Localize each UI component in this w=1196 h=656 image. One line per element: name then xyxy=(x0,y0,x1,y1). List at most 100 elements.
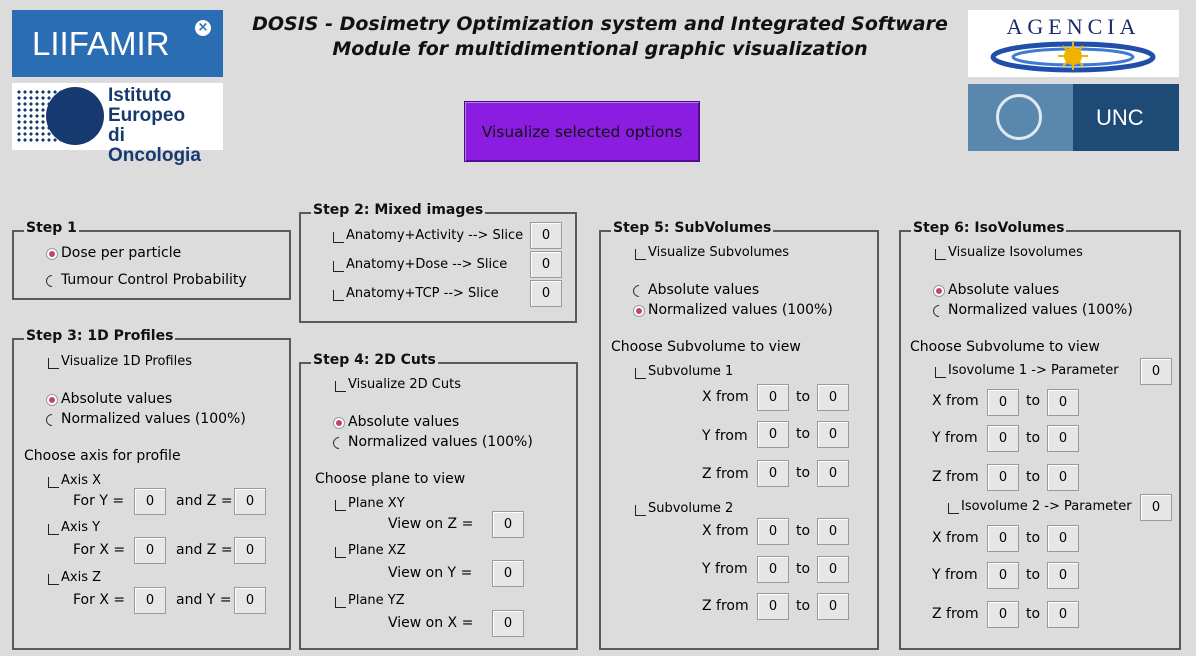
sv1-z-to-input[interactable]: 0 xyxy=(817,460,849,487)
axis-x-y-input[interactable]: 0 xyxy=(134,488,166,515)
sv2-z-from-input[interactable]: 0 xyxy=(757,593,789,620)
sv1-y-from-input[interactable]: 0 xyxy=(757,421,789,448)
iv2-y-from-input[interactable]: 0 xyxy=(987,562,1019,589)
sv1-x-from-label: X from xyxy=(702,389,749,405)
sv1-z-to-label: to xyxy=(796,465,811,481)
axis-y-checkbox[interactable] xyxy=(48,524,59,535)
choose-axis-label: Choose axis for profile xyxy=(24,448,181,464)
isovolume2-label: Isovolume 2 -> Parameter xyxy=(961,499,1132,514)
sv2-z-to-label: to xyxy=(796,598,811,614)
iv2-x-to-input[interactable]: 0 xyxy=(1047,525,1079,552)
axis-y-label: Axis Y xyxy=(61,520,101,535)
plane-yz-label: Plane YZ xyxy=(348,593,405,608)
dose-per-particle-label: Dose per particle xyxy=(61,245,182,261)
iv2-z-to-label: to xyxy=(1026,606,1041,622)
iv1-z-to-input[interactable]: 0 xyxy=(1047,464,1079,491)
axis-z-y-input[interactable]: 0 xyxy=(234,587,266,614)
anatomy-tcp-slice-input[interactable]: 0 xyxy=(530,280,562,307)
isovolume2-checkbox[interactable] xyxy=(948,503,959,514)
step4-absolute-label: Absolute values xyxy=(348,414,460,430)
step5-absolute-label: Absolute values xyxy=(648,282,760,298)
iv1-y-to-input[interactable]: 0 xyxy=(1047,425,1079,452)
sv2-z-to-input[interactable]: 0 xyxy=(817,593,849,620)
visualize-1d-profiles-checkbox[interactable] xyxy=(48,358,59,369)
sv2-y-to-input[interactable]: 0 xyxy=(817,556,849,583)
isovolume1-parameter-input[interactable]: 0 xyxy=(1140,358,1172,385)
step6-absolute-radio[interactable] xyxy=(933,285,945,297)
ieo-dots-icon xyxy=(16,89,70,143)
axis-x-z-input[interactable]: 0 xyxy=(234,488,266,515)
iv2-x-to-label: to xyxy=(1026,530,1041,546)
sv1-y-to-input[interactable]: 0 xyxy=(817,421,849,448)
iv2-y-to-input[interactable]: 0 xyxy=(1047,562,1079,589)
choose-subvolume-label: Choose Subvolume to view xyxy=(611,339,801,355)
axis-z-x-input[interactable]: 0 xyxy=(134,587,166,614)
visualize-2d-cuts-checkbox[interactable] xyxy=(335,381,346,392)
axis-x-and-z-label: and Z = xyxy=(176,493,233,509)
sv2-x-to-input[interactable]: 0 xyxy=(817,518,849,545)
sv1-y-to-label: to xyxy=(796,426,811,442)
sv2-y-to-label: to xyxy=(796,561,811,577)
visualize-subvolumes-label: Visualize Subvolumes xyxy=(648,245,790,260)
step5-normalized-radio[interactable] xyxy=(633,305,645,317)
anatomy-dose-checkbox[interactable] xyxy=(333,261,344,272)
sv2-x-to-label: to xyxy=(796,523,811,539)
subvolume1-checkbox[interactable] xyxy=(635,368,646,379)
axis-z-label: Axis Z xyxy=(61,570,102,585)
plane-xy-checkbox[interactable] xyxy=(335,500,346,511)
iv1-y-from-input[interactable]: 0 xyxy=(987,425,1019,452)
anatomy-tcp-checkbox[interactable] xyxy=(333,290,344,301)
liifamir-logo: LIIFAMIR × xyxy=(12,10,223,77)
view-on-z-input[interactable]: 0 xyxy=(492,511,524,538)
tcp-label: Tumour Control Probability xyxy=(61,272,247,288)
axis-z-checkbox[interactable] xyxy=(48,574,59,585)
sv2-z-from-label: Z from xyxy=(702,598,749,614)
axis-x-checkbox[interactable] xyxy=(48,477,59,488)
axis-y-x-input[interactable]: 0 xyxy=(134,537,166,564)
sv1-x-from-input[interactable]: 0 xyxy=(757,384,789,411)
iv2-z-to-input[interactable]: 0 xyxy=(1047,601,1079,628)
step3-absolute-radio[interactable] xyxy=(46,394,58,406)
sv1-z-from-input[interactable]: 0 xyxy=(757,460,789,487)
iv1-z-from-input[interactable]: 0 xyxy=(987,464,1019,491)
choose-plane-label: Choose plane to view xyxy=(315,471,466,487)
sv2-y-from-label: Y from xyxy=(702,561,748,577)
plane-xz-checkbox[interactable] xyxy=(335,547,346,558)
visualize-isovolumes-label: Visualize Isovolumes xyxy=(948,245,1083,260)
visualize-isovolumes-checkbox[interactable] xyxy=(935,249,946,260)
step5-normalized-label: Normalized values (100%) xyxy=(648,302,833,318)
plane-yz-checkbox[interactable] xyxy=(335,597,346,608)
registered-icon: × xyxy=(195,20,211,36)
step3-absolute-label: Absolute values xyxy=(61,391,173,407)
dose-per-particle-radio[interactable] xyxy=(46,248,58,260)
iv2-z-from-input[interactable]: 0 xyxy=(987,601,1019,628)
view-on-y-label: View on Y = xyxy=(388,565,473,581)
sv1-x-to-input[interactable]: 0 xyxy=(817,384,849,411)
app-title-line2: Module for multidimentional graphic visu… xyxy=(332,38,868,60)
anatomy-dose-slice-input[interactable]: 0 xyxy=(530,251,562,278)
step4-absolute-radio[interactable] xyxy=(333,417,345,429)
choose-isovolume-label: Choose Subvolume to view xyxy=(910,339,1100,355)
subvolume2-checkbox[interactable] xyxy=(635,505,646,516)
iv1-x-from-input[interactable]: 0 xyxy=(987,389,1019,416)
step1-panel xyxy=(12,230,291,300)
view-on-x-input[interactable]: 0 xyxy=(492,610,524,637)
view-on-z-label: View on Z = xyxy=(388,516,474,532)
anatomy-activity-checkbox[interactable] xyxy=(333,232,344,243)
isovolume1-checkbox[interactable] xyxy=(935,367,946,378)
sv2-x-from-input[interactable]: 0 xyxy=(757,518,789,545)
axis-z-and-y-label: and Y = xyxy=(176,592,232,608)
isovolume1-label: Isovolume 1 -> Parameter xyxy=(948,363,1119,378)
view-on-y-input[interactable]: 0 xyxy=(492,560,524,587)
axis-y-z-input[interactable]: 0 xyxy=(234,537,266,564)
visualize-subvolumes-checkbox[interactable] xyxy=(635,249,646,260)
step6-absolute-label: Absolute values xyxy=(948,282,1060,298)
app-title-line1: DOSIS - Dosimetry Optimization system an… xyxy=(252,13,948,35)
visualize-selected-options-button[interactable]: Visualize selected options xyxy=(464,101,700,162)
step3-normalized-label: Normalized values (100%) xyxy=(61,411,246,427)
sv2-y-from-input[interactable]: 0 xyxy=(757,556,789,583)
iv2-x-from-input[interactable]: 0 xyxy=(987,525,1019,552)
anatomy-activity-slice-input[interactable]: 0 xyxy=(530,222,562,249)
isovolume2-parameter-input[interactable]: 0 xyxy=(1140,494,1172,521)
iv1-x-to-input[interactable]: 0 xyxy=(1047,389,1079,416)
